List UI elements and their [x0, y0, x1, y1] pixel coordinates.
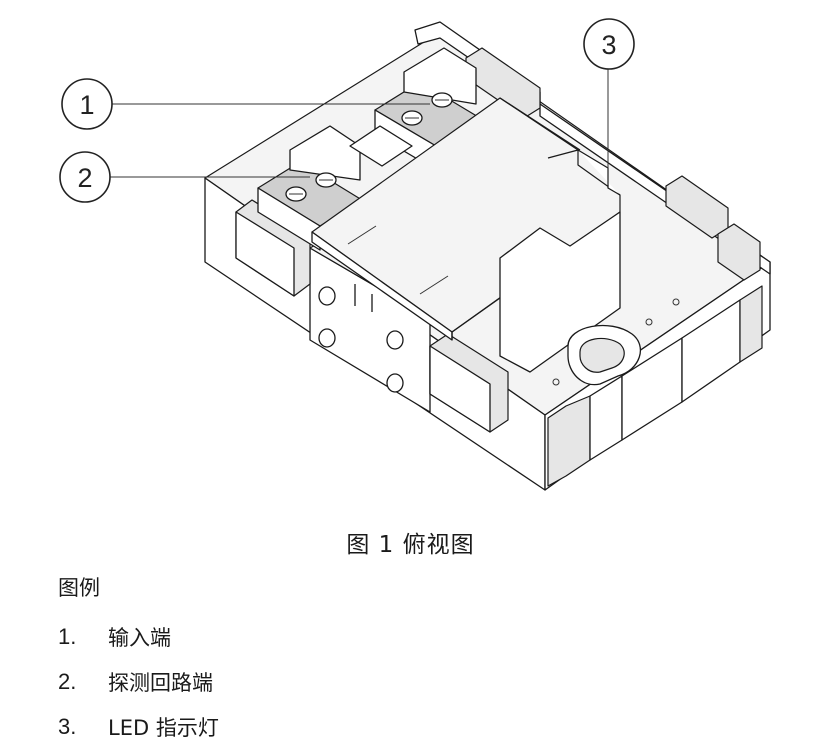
legend-item-label: LED 指示灯	[108, 715, 219, 740]
callout-1: 1	[61, 78, 430, 130]
legend-item-label: 输入端	[108, 625, 171, 650]
device-top-view-drawing: 1 2 3	[59, 18, 771, 491]
legend-item-number: 2.	[58, 668, 77, 694]
legend-item-led-indicator: 3. LED 指示灯	[58, 704, 219, 749]
legend-item-input-terminal: 1. 输入端	[58, 614, 219, 659]
figure-caption: 图 1 俯视图	[346, 532, 475, 558]
callout-3: 3	[583, 18, 635, 185]
legend-title: 图例	[58, 576, 100, 600]
callout-1-label: 1	[79, 90, 94, 120]
led-window	[552, 298, 680, 386]
legend-item-number: 1.	[58, 623, 77, 649]
callout-2-label: 2	[77, 163, 92, 193]
legend-item-detection-loop-terminal: 2. 探测回路端	[58, 659, 219, 704]
cover-box	[311, 97, 621, 373]
legend-item-label: 探测回路端	[108, 670, 213, 695]
legend-list: 1. 输入端 2. 探测回路端 3. LED 指示灯	[58, 614, 219, 749]
legend-item-number: 3.	[58, 713, 77, 739]
callout-2: 2	[59, 151, 310, 203]
callout-3-label: 3	[601, 30, 616, 60]
snap-clips	[235, 47, 763, 487]
